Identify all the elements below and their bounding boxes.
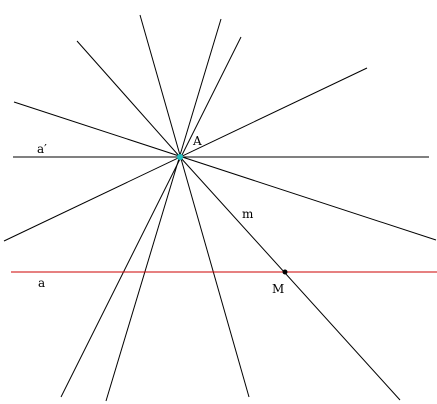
pencil-line-1: [13, 101, 437, 241]
pencil-line-5: [105, 18, 222, 402]
pencil-line-4: [139, 14, 250, 398]
pencil-line-2: [3, 67, 368, 242]
label-point-a: A: [192, 134, 202, 148]
label-line-a: a: [38, 276, 45, 290]
point-m-marker: [282, 269, 288, 275]
label-point-m: M: [272, 282, 284, 296]
pencil-line-3: [76, 40, 181, 158]
line-m: [179, 156, 401, 401]
label-line-m: m: [242, 207, 254, 221]
pencil-line-6: [60, 36, 242, 398]
point-a-marker: [176, 153, 184, 161]
label-line-a-prime: a′: [37, 142, 47, 156]
